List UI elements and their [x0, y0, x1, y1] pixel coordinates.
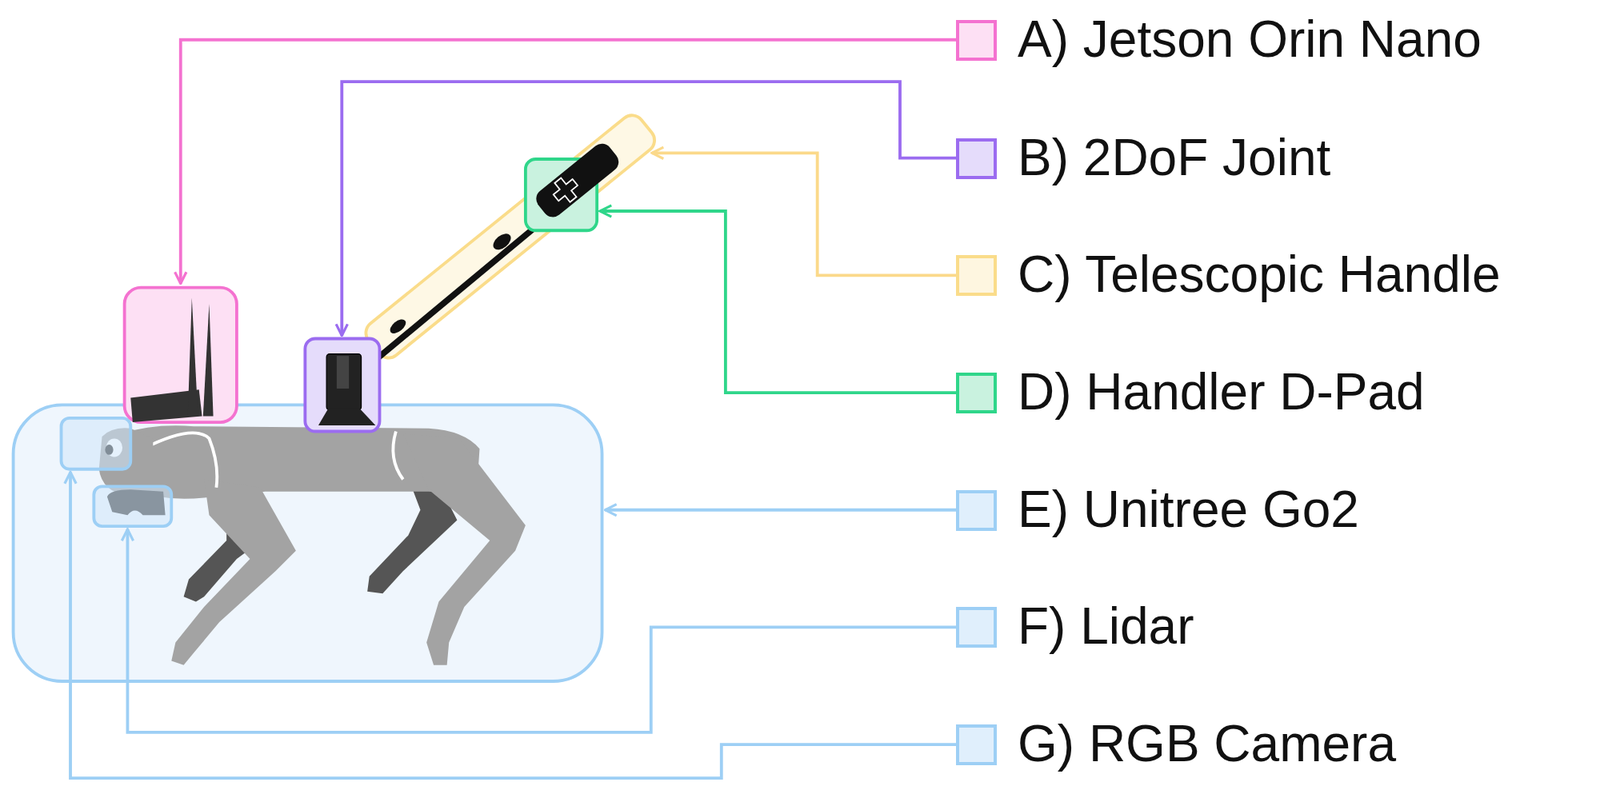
antenna [203, 304, 214, 416]
camera-highlight [61, 418, 132, 470]
leader-line [70, 472, 956, 780]
go2-region [13, 404, 603, 682]
legend-entry: F) Lidar [956, 600, 1195, 654]
leader-line [341, 81, 956, 336]
legend-swatch [956, 138, 997, 180]
pole-collar [388, 316, 409, 336]
joint-highlight [304, 338, 380, 432]
dpad-symbol [548, 172, 583, 208]
dog-body [122, 425, 526, 665]
legend-label: D) Handler D-Pad [1017, 365, 1425, 420]
lidar-highlight [93, 486, 172, 527]
legend-swatch [956, 724, 997, 766]
leader-line [652, 152, 956, 276]
leader-lines [70, 40, 956, 779]
leader-line [604, 508, 956, 512]
legend-entry: D) Handler D-Pad [956, 365, 1425, 420]
legend-entry: E) Unitree Go2 [956, 483, 1360, 537]
leader-line [127, 529, 956, 733]
legend-swatch [956, 255, 997, 296]
handle-grip [532, 140, 623, 222]
leader-line [180, 40, 956, 284]
legend-label: B) 2DoF Joint [1017, 131, 1331, 185]
legend-swatch [956, 490, 997, 532]
legend-entry: G) RGB Camera [956, 717, 1396, 772]
leader-line [600, 211, 956, 393]
legend-label: F) Lidar [1017, 600, 1195, 654]
joint-base [318, 408, 376, 426]
pole-collar [490, 230, 514, 253]
jetson-highlight [124, 288, 237, 423]
legend-label: C) Telescopic Handle [1017, 248, 1501, 302]
legend-entry: B) 2DoF Joint [956, 131, 1331, 185]
legend-entry: A) Jetson Orin Nano [956, 12, 1482, 67]
legend-swatch [956, 607, 997, 648]
handle-highlight [360, 110, 660, 364]
body-panel-line [392, 432, 403, 480]
legend-entry: C) Telescopic Handle [956, 248, 1501, 302]
antenna [188, 297, 199, 416]
legend-label: A) Jetson Orin Nano [1017, 12, 1482, 67]
joint-body [326, 354, 361, 411]
body-panel-line [143, 432, 218, 488]
legend-swatch [956, 372, 997, 414]
joint-axis [336, 356, 349, 389]
legend-label: E) Unitree Go2 [1017, 483, 1360, 537]
legend-label: G) RGB Camera [1017, 717, 1396, 772]
legend-swatch [956, 20, 997, 61]
